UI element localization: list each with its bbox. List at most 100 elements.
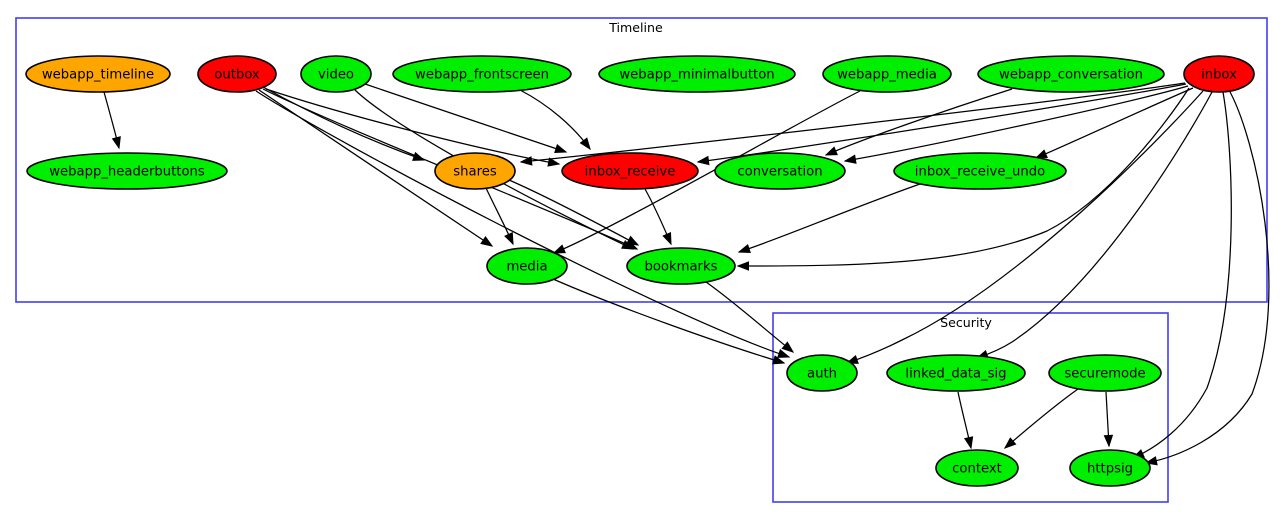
edge-line [976, 91, 1213, 359]
node-layer: webapp_timeline outbox video webapp_frontsc… [25, 55, 1255, 487]
node-label: httpsig [1087, 462, 1133, 477]
edge-line [255, 90, 790, 358]
node-bookmarks[interactable]: bookmarks [626, 247, 736, 285]
edge-line [1145, 89, 1270, 464]
node-label: bookmarks [644, 260, 717, 275]
edge-webapp_media-to-media [552, 90, 861, 254]
arrowhead-icon [621, 240, 635, 250]
edge-line [738, 183, 921, 253]
cluster-label-timeline: Timeline [608, 20, 663, 35]
edge-securemode-to-context [1003, 388, 1079, 449]
node-label: video [318, 68, 354, 83]
node-shape[interactable] [486, 247, 568, 285]
node-shape[interactable] [26, 152, 228, 190]
node-shape[interactable] [561, 152, 699, 190]
edge-layer [103, 82, 1270, 466]
node-webapp_media[interactable]: webapp_media [822, 55, 952, 93]
node-label: inbox_receive_undo [915, 165, 1045, 180]
edge-inbox_receive_undo-to-bookmarks [737, 183, 921, 254]
cluster-border-timeline [15, 17, 1268, 303]
node-conversation[interactable]: conversation [714, 152, 846, 190]
arrowhead-icon [963, 436, 974, 450]
cluster-border-security [772, 312, 1169, 503]
edge-line [737, 87, 1190, 267]
node-label: webapp_conversation [999, 68, 1143, 83]
node-shape[interactable] [25, 55, 171, 93]
node-shape[interactable] [434, 152, 516, 190]
node-shape[interactable] [822, 55, 952, 93]
arrowhead-icon [1103, 434, 1114, 448]
node-shares[interactable]: shares [434, 152, 516, 190]
node-shape[interactable] [893, 152, 1067, 190]
node-inbox[interactable]: inbox [1183, 55, 1255, 93]
arrowhead-icon [1003, 437, 1017, 449]
arrowhead-icon [519, 156, 533, 166]
edge-inbox-to-inbox_receive_undo [1034, 87, 1194, 159]
arrowhead-icon [547, 157, 561, 167]
arrowhead-icon [579, 137, 591, 151]
node-webapp_timeline[interactable]: webapp_timeline [25, 55, 171, 93]
edge-inbox-to-bookmarks [736, 87, 1190, 271]
edge-inbox_receive-to-bookmarks [644, 188, 672, 246]
node-label: auth [807, 367, 837, 382]
node-video[interactable]: video [300, 55, 372, 93]
node-label: shares [453, 165, 497, 180]
node-shape[interactable] [626, 247, 736, 285]
node-webapp_minimalbutton[interactable]: webapp_minimalbutton [598, 55, 796, 93]
edge-line [258, 89, 493, 247]
edge-line [1132, 91, 1232, 459]
node-inbox_receive[interactable]: inbox_receive [561, 152, 699, 190]
node-shape[interactable] [935, 449, 1019, 487]
edge-shares-to-bookmarks [508, 179, 640, 246]
edge-inbox-to-httpsig [1131, 91, 1232, 459]
node-label: inbox_receive [585, 165, 676, 180]
node-shape[interactable] [977, 55, 1165, 93]
node-shape[interactable] [392, 55, 572, 93]
edge-line [508, 179, 639, 246]
arrowhead-icon [480, 236, 494, 247]
node-httpsig[interactable]: httpsig [1069, 449, 1151, 487]
node-webapp_conversation[interactable]: webapp_conversation [977, 55, 1165, 93]
node-shape[interactable] [886, 354, 1026, 392]
arrowhead-icon [111, 136, 121, 150]
node-shape[interactable] [197, 55, 277, 93]
arrowhead-icon [662, 232, 672, 246]
arrowhead-icon [843, 154, 857, 164]
node-label: linked_data_sig [905, 367, 1006, 382]
arrowhead-icon [824, 146, 838, 156]
node-auth[interactable]: auth [786, 354, 858, 392]
arrowhead-icon [736, 261, 749, 271]
node-shape[interactable] [1069, 449, 1151, 487]
node-shape[interactable] [1048, 354, 1162, 392]
edge-line [262, 86, 425, 161]
edge-line [265, 88, 560, 165]
node-shape[interactable] [714, 152, 846, 190]
arrowhead-icon [781, 341, 795, 353]
node-shape[interactable] [786, 354, 858, 392]
edge-inbox-to-conversation [843, 85, 1189, 164]
arrowhead-icon [504, 232, 514, 246]
node-label: media [506, 260, 547, 275]
node-webapp_headerbuttons[interactable]: webapp_headerbuttons [26, 152, 228, 190]
node-context[interactable]: context [935, 449, 1019, 487]
node-shape[interactable] [1183, 55, 1255, 93]
arrowhead-icon [737, 244, 751, 254]
edge-line [553, 90, 861, 254]
node-shape[interactable] [300, 55, 372, 93]
edge-line [520, 82, 1186, 163]
node-label: webapp_frontscreen [415, 68, 549, 83]
edge-video-to-inbox_receive [364, 83, 568, 154]
node-outbox[interactable]: outbox [197, 55, 277, 93]
node-shape[interactable] [598, 55, 796, 93]
node-media[interactable]: media [486, 247, 568, 285]
node-inbox_receive_undo[interactable]: inbox_receive_undo [893, 152, 1067, 190]
edge-securemode-to-httpsig [1103, 391, 1114, 448]
node-linked_data_sig[interactable]: linked_data_sig [886, 354, 1026, 392]
edge-line [697, 83, 1187, 163]
node-webapp_frontscreen[interactable]: webapp_frontscreen [392, 55, 572, 93]
edge-webapp_timeline-to-webapp_headerbuttons [103, 91, 121, 150]
node-securemode[interactable]: securemode [1048, 354, 1162, 392]
edge-bookmarks-to-auth [705, 281, 795, 353]
